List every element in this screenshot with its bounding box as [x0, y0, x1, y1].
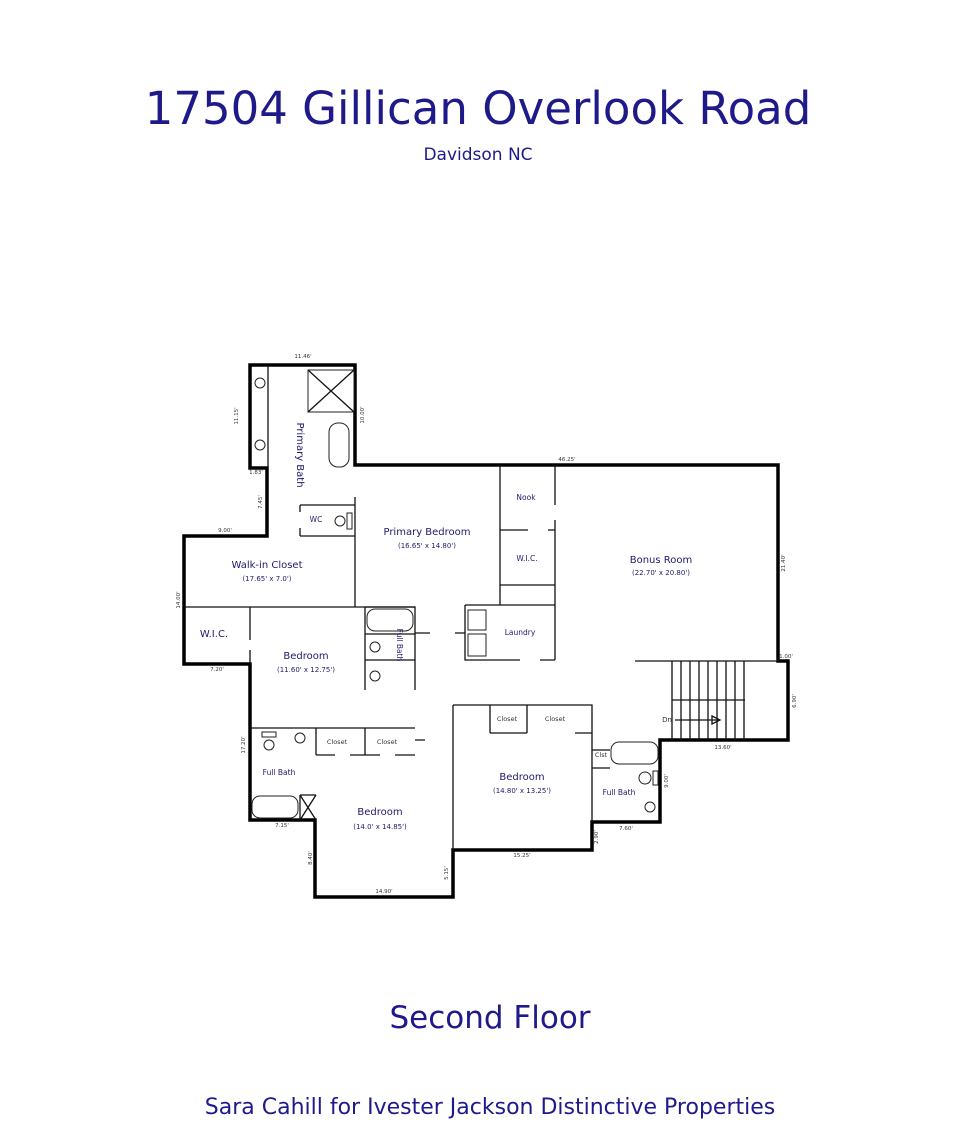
room-primary-bedroom: Primary Bedroom	[383, 527, 470, 538]
page-title: 17504 Gillican Overlook Road	[144, 82, 812, 135]
fixtures	[251, 369, 659, 819]
room-closet-d: Closet	[545, 715, 566, 723]
bathtub-icon	[610, 741, 659, 765]
room-bedroom-1: Bedroom	[283, 651, 328, 662]
room-bedroom-2: Bedroom	[357, 807, 402, 818]
dimension-label: 8.40'	[308, 851, 314, 865]
stairs-down-label: Dn	[662, 716, 672, 724]
dimension-label: 46.25'	[558, 457, 575, 463]
bathtub-icon	[251, 795, 299, 819]
dimension-label: 13.60'	[714, 745, 731, 751]
toilet-icon	[263, 739, 275, 751]
dimension-label: 11.15'	[234, 407, 240, 424]
dimension-label: 7.15'	[275, 823, 289, 829]
bathtub-icon	[366, 608, 414, 632]
dimension-label: 1.83'	[249, 470, 263, 476]
dimension-label: 1.00'	[779, 654, 793, 660]
dimension-label: 11.46'	[294, 354, 311, 360]
dimension-label: 9.00'	[664, 774, 670, 788]
bathtub-icon	[328, 422, 350, 468]
dryer-icon	[467, 633, 487, 657]
dimension-label: 17.20'	[241, 736, 247, 753]
room-primary-bath: Primary Bath	[294, 422, 305, 487]
sink-icon	[644, 801, 656, 813]
credit-line: Sara Cahill for Ivester Jackson Distinct…	[204, 1095, 776, 1120]
room-laundry: Laundry	[505, 628, 536, 637]
room-full-bath-3: Full Bath	[603, 788, 636, 797]
floor-label: Second Floor	[389, 1000, 591, 1036]
room-full-bath-2: Full Bath	[263, 768, 296, 777]
room-nook: Nook	[516, 493, 536, 502]
room-closet-a: Closet	[327, 738, 348, 746]
room-wic-left: W.I.C.	[200, 629, 228, 640]
room-primary-bedroom-dims: (16.65' x 14.80')	[398, 542, 456, 550]
room-walk-in-closet: Walk-in Closet	[231, 560, 302, 571]
room-clst: Clst	[595, 751, 608, 759]
dimension-label: 9.00'	[218, 528, 232, 534]
room-bedroom-3-dims: (14.80' x 13.25')	[493, 787, 551, 795]
dimension-label: 7.60'	[619, 826, 633, 832]
room-walk-in-closet-dims: (17.65' x 7.0')	[242, 575, 291, 583]
dimension-label: 14.90'	[375, 889, 392, 895]
dimension-label: 15.25'	[513, 853, 530, 859]
interior-walls	[184, 366, 778, 850]
dimension-label: 2.90'	[594, 830, 600, 844]
dimension-label: 7.45'	[258, 495, 264, 509]
dimension-label: 7.20'	[210, 667, 224, 673]
room-bedroom-1-dims: (11.60' x 12.75')	[277, 666, 335, 674]
sink-icon	[254, 377, 266, 389]
room-bonus-room: Bonus Room	[630, 555, 693, 566]
sink-icon	[369, 670, 381, 682]
dimension-label: 5.15'	[444, 866, 450, 880]
room-wic-right: W.I.C.	[516, 554, 537, 563]
washer-icon	[467, 609, 487, 631]
toilet-icon	[334, 515, 346, 527]
room-closet-b: Closet	[377, 738, 398, 746]
room-wc: WC	[310, 515, 323, 524]
dimension-label: 10.00'	[360, 406, 366, 423]
sink-icon	[294, 732, 306, 744]
toilet-icon	[369, 641, 381, 653]
room-full-bath-1: Full Bath	[395, 629, 404, 662]
room-bedroom-2-dims: (14.0' x 14.85')	[353, 823, 407, 831]
dimension-label: 6.90'	[792, 694, 798, 708]
room-bonus-room-dims: (22.70' x 20.80')	[632, 569, 690, 577]
dimension-labels: 11.46' 11.15' 10.00' 1.83' 7.45' 9.00' 1…	[176, 354, 798, 895]
staircase[interactable]	[671, 661, 745, 740]
toilet-icon	[638, 771, 652, 785]
sink-icon	[254, 439, 266, 451]
room-bedroom-3: Bedroom	[499, 772, 544, 783]
dimension-label: 21.40'	[781, 554, 787, 571]
location-subtitle: Davidson NC	[423, 145, 533, 165]
room-closet-c: Closet	[497, 715, 518, 723]
dimension-label: 14.00'	[176, 591, 182, 608]
